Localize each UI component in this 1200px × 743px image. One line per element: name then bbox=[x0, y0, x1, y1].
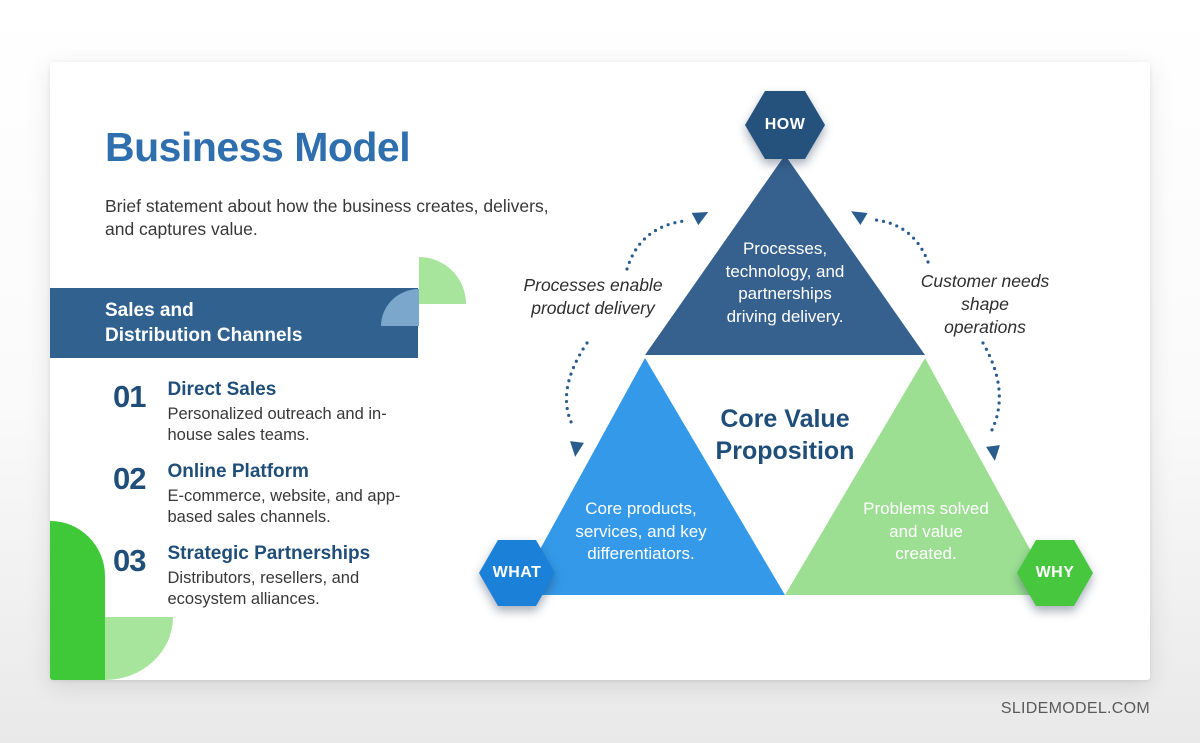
arrow-left-up bbox=[625, 219, 686, 271]
hexagon-how-icon bbox=[745, 91, 825, 159]
item-title: Strategic Partnerships bbox=[167, 543, 371, 564]
hexagon-what-icon bbox=[479, 540, 555, 606]
core-value-proposition-label: Core Value Proposition bbox=[715, 405, 855, 465]
page-title: Business Model bbox=[105, 124, 411, 170]
item-description: Distributors, resellers, and ecosystem a… bbox=[167, 568, 360, 609]
triangle-what-text: Core products, services, and key differe… bbox=[575, 499, 707, 564]
triangle-how bbox=[645, 155, 925, 355]
item-body: Strategic Partnerships Distributors, res… bbox=[167, 543, 419, 611]
hexagon-why-icon bbox=[1017, 540, 1093, 606]
item-number: 01 bbox=[113, 379, 146, 414]
item-description: Personalized outreach and in-house sales… bbox=[167, 404, 387, 445]
item-number: 03 bbox=[113, 543, 146, 578]
presentation-slide: Business Model Brief statement about how… bbox=[50, 62, 1150, 680]
arrow-right-down bbox=[981, 341, 1001, 434]
item-title: Online Platform bbox=[167, 461, 309, 482]
slide-subtitle: Brief statement about how the business c… bbox=[105, 196, 549, 239]
triangle-why bbox=[785, 358, 1055, 595]
annotation-right: Customer needs shape operations bbox=[920, 271, 1050, 338]
list-item-direct-sales: 01 Direct Sales Personalized outreach an… bbox=[113, 379, 473, 447]
item-description: E-commerce, website, and app-based sales… bbox=[167, 486, 401, 527]
badge-what: WHAT bbox=[492, 564, 542, 581]
arrowhead-right-down-icon bbox=[986, 445, 1000, 461]
item-number: 02 bbox=[113, 461, 146, 496]
badge-how: HOW bbox=[764, 116, 806, 133]
list-item-online-platform: 02 Online Platform E-commerce, website, … bbox=[113, 461, 473, 529]
annotation-left: Processes enable product delivery bbox=[523, 275, 663, 319]
section-banner-heading: Sales and Distribution Channels bbox=[105, 299, 303, 346]
list-item-strategic-partnerships: 03 Strategic Partnerships Distributors, … bbox=[113, 543, 473, 611]
arrowhead-left-down-icon bbox=[570, 441, 584, 457]
pyramid-diagram bbox=[479, 91, 1093, 606]
green-bar-icon bbox=[50, 521, 105, 680]
arrowhead-left-up-icon bbox=[691, 211, 709, 226]
slidemodel-watermark: SLIDEMODEL.COM bbox=[1000, 700, 1150, 717]
arrow-left-down bbox=[564, 341, 589, 430]
triangle-why-text: Problems solved and value created. bbox=[863, 499, 989, 564]
section-banner: Sales and Distribution Channels bbox=[50, 288, 418, 358]
item-body: Direct Sales Personalized outreach and i… bbox=[167, 379, 419, 447]
item-title: Direct Sales bbox=[167, 379, 277, 400]
badge-why: WHY bbox=[1035, 564, 1075, 581]
arrow-right-up bbox=[874, 218, 930, 264]
triangle-what bbox=[515, 358, 785, 595]
arrowhead-right-up-icon bbox=[851, 211, 868, 226]
triangle-how-text: Processes, technology, and partnerships … bbox=[725, 239, 845, 326]
item-body: Online Platform E-commerce, website, and… bbox=[167, 461, 419, 529]
